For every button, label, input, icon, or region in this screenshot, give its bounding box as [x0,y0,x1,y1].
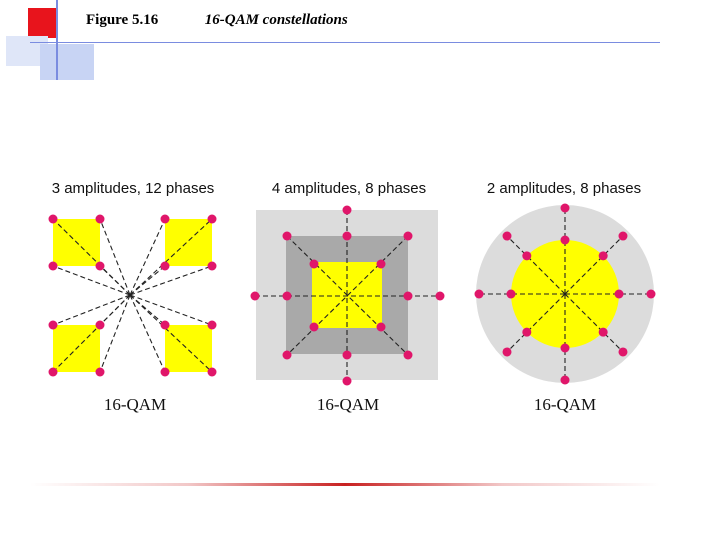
panel2-point-2 [282,231,292,241]
header-rule [30,42,660,43]
panel3-point-16 [618,347,628,357]
figure-caption: 16-QAM constellations [204,12,348,28]
panel1-phase-line-13 [129,294,166,326]
panel3-point-14 [560,375,570,385]
panel3-point-8 [502,231,512,241]
panel-3-title: 2 amplitudes, 8 phases [486,180,642,197]
panel2-point-15 [342,231,352,241]
panel1-point-6 [207,214,217,224]
panel2-point-9 [435,291,445,301]
panel3-point-9 [506,289,516,299]
panel1-point-12 [95,367,105,377]
panel3-point-3 [598,251,608,261]
slide-title: Figure 5.16 16-QAM constellations [86,12,348,29]
panel2-point-8 [403,291,413,301]
panel2-point-12 [282,350,292,360]
panel1-point-4 [95,261,105,271]
panel2-point-4 [309,259,319,269]
panel1-phase-line-12 [99,294,131,373]
figure-label: Figure 5.16 [86,12,159,28]
panel-2-title: 4 amplitudes, 8 phases [271,180,427,197]
panel1-point-16 [207,367,217,377]
panel-1-label: 16-QAM [103,395,167,414]
panel1-square-2 [165,219,212,266]
footer-rule [30,483,660,486]
panel1-point-1 [48,214,58,224]
panel3-point-13 [560,343,570,353]
panel1-phase-line-4 [99,265,131,296]
panel1-point-10 [95,320,105,330]
panel3-point-10 [474,289,484,299]
panel1-point-11 [48,367,58,377]
panel-2-label: 16-QAM [316,395,380,414]
panel1-phase-line-8 [129,265,213,296]
panel3-phase-line-8 [564,293,624,353]
panel2-point-13 [403,350,413,360]
panel2-point-7 [282,291,292,301]
panel3-point-7 [522,251,532,261]
panel2-diagonal-2 [286,235,409,356]
panel1-phase-line-14 [129,294,213,326]
panel1-phase-line-11 [52,294,131,373]
panel2-point-1 [342,205,352,215]
panel2-point-11 [376,322,386,332]
panel1-point-15 [160,367,170,377]
panel1-point-13 [160,320,170,330]
panel2-point-16 [342,350,352,360]
panel3-point-6 [560,203,570,213]
panel1-phase-line-16 [129,294,213,373]
panel3-point-2 [646,289,656,299]
panel1-point-5 [160,214,170,224]
panel3-point-15 [598,327,608,337]
corner-blue-block [40,44,94,80]
panel3-point-11 [522,327,532,337]
panel3-phase-line-6 [506,293,566,353]
panel1-point-8 [207,261,217,271]
panel1-point-9 [48,320,58,330]
panel-1-title: 3 amplitudes, 12 phases [51,180,215,197]
panel3-point-4 [618,231,628,241]
panel1-point-2 [95,214,105,224]
panel2-point-6 [250,291,260,301]
panel2-point-3 [403,231,413,241]
panel1-point-3 [48,261,58,271]
panel3-phase-line-4 [506,235,566,295]
panel1-phase-line-9 [52,294,131,326]
corner-red-block [28,8,58,38]
panel1-phase-line-3 [52,265,131,296]
panel1-phase-line-6 [129,218,213,296]
panel3-point-1 [614,289,624,299]
panel3-phase-line-2 [564,235,624,295]
panel1-phase-line-7 [129,265,166,296]
panel1-square-4 [165,325,212,372]
corner-vertical-line [56,0,58,80]
panel3-point-5 [560,235,570,245]
panel-3-label: 16-QAM [533,395,597,414]
panel1-point-7 [160,261,170,271]
panel2-point-10 [309,322,319,332]
panel1-phase-line-5 [129,218,166,296]
panel2-point-5 [376,259,386,269]
panel1-point-14 [207,320,217,330]
panel3-point-12 [502,347,512,357]
panel1-phase-line-15 [129,294,166,373]
panel2-point-14 [342,376,352,386]
panel1-phase-line-2 [99,218,131,296]
